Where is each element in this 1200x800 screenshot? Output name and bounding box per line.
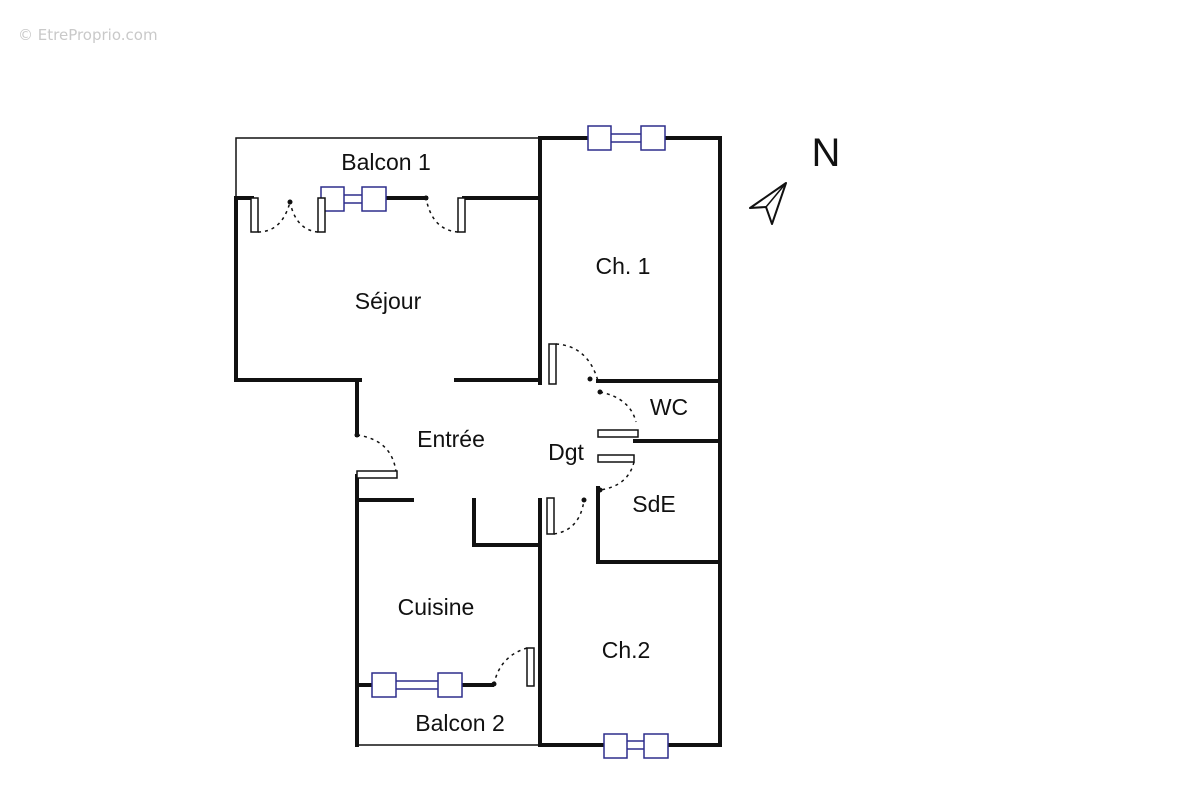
room-label-wc: WC <box>650 394 688 420</box>
room-label-sejour: Séjour <box>355 288 422 314</box>
watermark: © EtreProprio.com <box>18 26 158 44</box>
door-ch2 <box>546 497 587 535</box>
room-label-entree: Entrée <box>417 426 485 452</box>
door-sejour-balcony-right <box>423 195 466 233</box>
room-label-balcon-2: Balcon 2 <box>415 710 505 736</box>
door-sde <box>597 454 635 493</box>
room-label-balcon-1: Balcon 1 <box>341 149 431 175</box>
north-label: N <box>812 131 841 175</box>
window-kitchen <box>371 672 463 698</box>
room-label-ch1: Ch. 1 <box>596 253 651 279</box>
door-ch1 <box>548 343 599 385</box>
door-balcony-2 <box>491 647 535 687</box>
room-label-ch2: Ch.2 <box>602 637 651 663</box>
door-sejour-balcony-mid <box>289 197 326 233</box>
window-ch1 <box>587 125 666 151</box>
balcony-1-outline <box>235 137 540 196</box>
window-sejour <box>320 186 428 212</box>
door-wc <box>597 389 639 438</box>
window-ch2 <box>603 733 669 759</box>
room-label-cuisine: Cuisine <box>398 594 475 620</box>
room-label-dgt: Dgt <box>548 439 584 465</box>
walls <box>234 136 722 747</box>
north-arrow-icon <box>749 182 787 225</box>
door-sejour-balcony-left <box>250 197 293 233</box>
room-label-sde: SdE <box>632 491 675 517</box>
door-entrance <box>354 432 398 479</box>
